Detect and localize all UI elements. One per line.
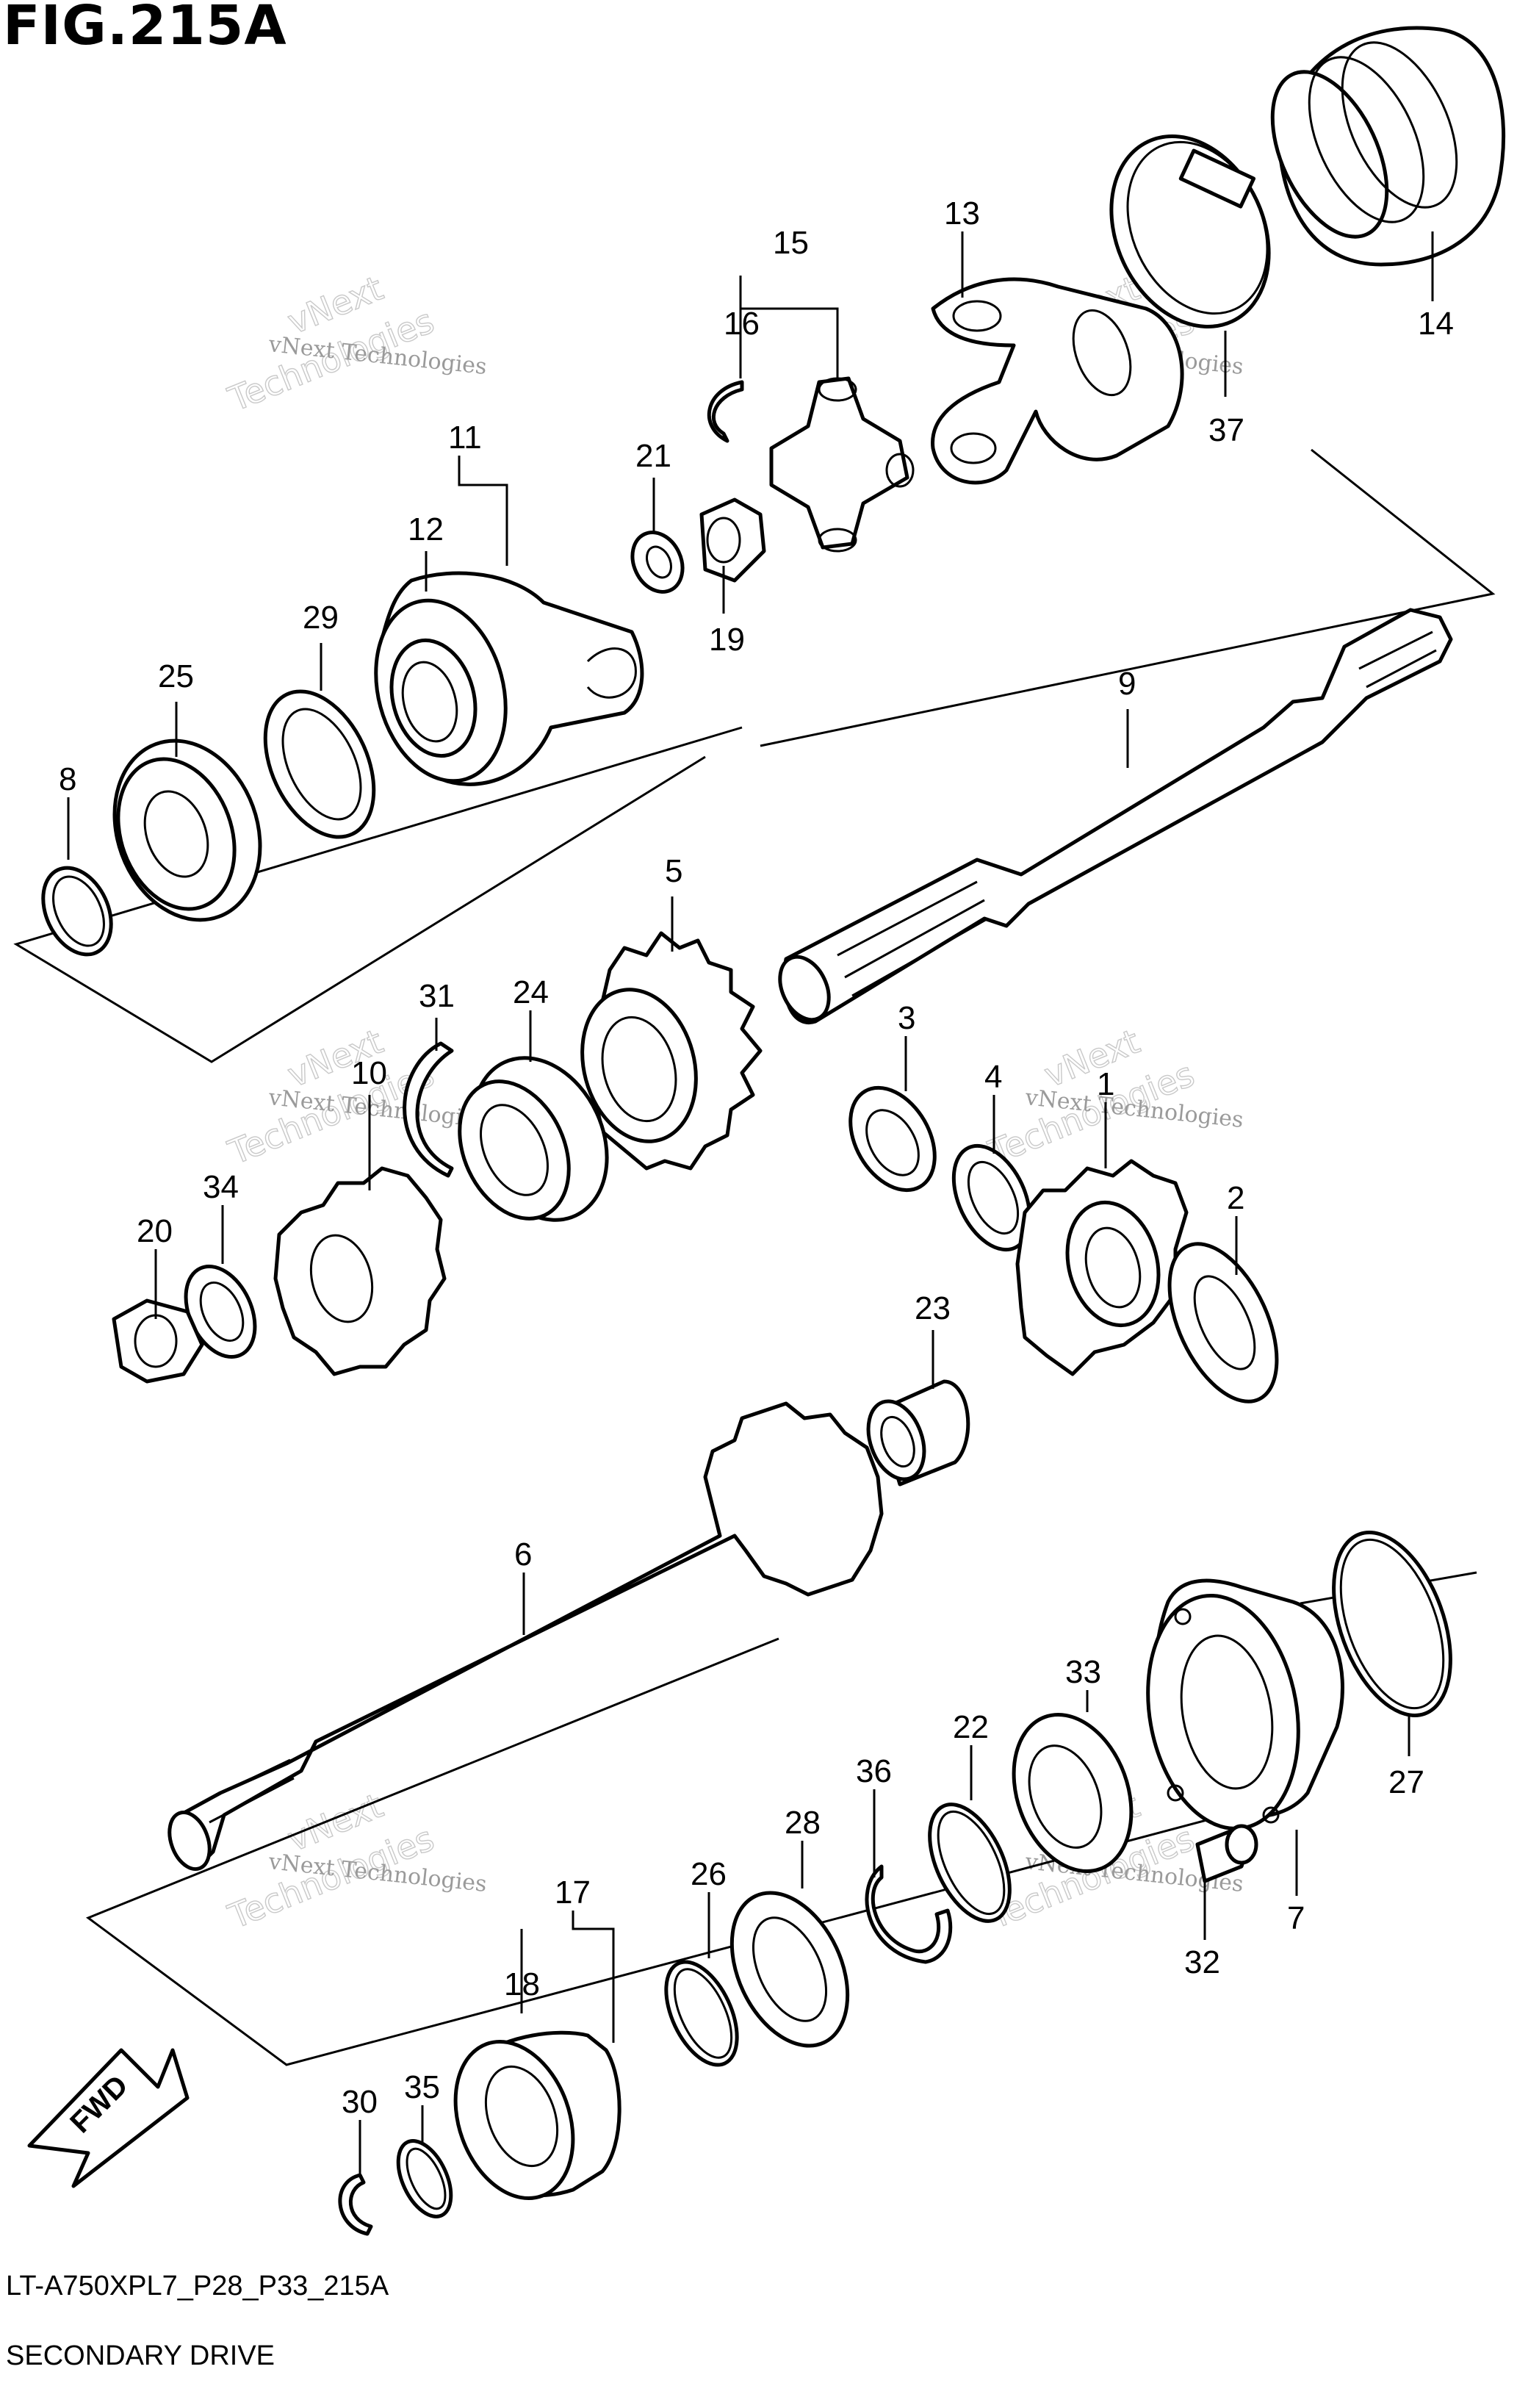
callout-37: 37: [1208, 412, 1244, 448]
callout-14: 14: [1418, 306, 1454, 342]
callout-36: 36: [856, 1753, 892, 1789]
callout-6: 6: [514, 1537, 532, 1573]
washer-2: [1167, 1242, 1279, 1404]
bearing-housing-7: [1146, 1578, 1344, 1831]
boot-14: [1270, 26, 1506, 267]
snap-ring-36: [865, 1864, 953, 1964]
callout-7: 7: [1287, 1900, 1305, 1936]
callout-28: 28: [785, 1805, 821, 1841]
callout-19: 19: [709, 622, 745, 658]
bevel-gear-5: [580, 931, 763, 1171]
nut-20: [112, 1298, 204, 1384]
coupling-flange-11: [374, 571, 644, 786]
washer-4: [951, 1143, 1032, 1252]
callout-13: 13: [944, 195, 980, 231]
callout-4: 4: [984, 1059, 1002, 1095]
watermark-group-3: vNext Technologies vNext Technologies: [222, 1021, 488, 1173]
figure-subtitle: SECONDARY DRIVE: [6, 2340, 275, 2371]
fwd-arrow: FWD: [27, 2048, 190, 2188]
circlip-22: [928, 1803, 1012, 1923]
callout-35: 35: [404, 2069, 440, 2105]
callout-34: 34: [203, 1169, 239, 1205]
callout-1: 1: [1097, 1066, 1114, 1102]
watermark-group-1: vNext Technologies vNext Technologies: [222, 267, 488, 420]
washer-21: [630, 531, 685, 594]
nut-19: [699, 497, 766, 583]
callout-27: 27: [1388, 1764, 1424, 1800]
callout-10: 10: [351, 1055, 387, 1091]
o-ring-27: [1332, 1531, 1452, 1717]
callout-labels: 14 37 13 15 16 11 12 21 19 29 25 8 9 5 3…: [59, 195, 1454, 2120]
callout-5: 5: [665, 853, 682, 889]
callout-20: 20: [137, 1213, 173, 1249]
leader-lines: [67, 231, 1434, 2175]
callout-26: 26: [691, 1856, 727, 1892]
callout-33: 33: [1065, 1654, 1101, 1690]
callout-11: 11: [448, 420, 482, 456]
callout-24: 24: [513, 974, 549, 1010]
cover-cap-18: [453, 2030, 621, 2201]
snap-ring-31: [403, 1041, 454, 1178]
callout-8: 8: [59, 761, 76, 797]
upper-assembly-frame: [13, 448, 1496, 1063]
callout-29: 29: [303, 600, 339, 636]
bushing-3: [848, 1085, 937, 1193]
callout-31: 31: [419, 978, 455, 1014]
oil-seal-29: [263, 689, 376, 839]
washer-34: [184, 1264, 257, 1359]
model-code: LT-A750XPL7_P28_P33_215A: [6, 2271, 389, 2301]
bevel-gear-1: [1015, 1159, 1189, 1376]
bearing-33: [1012, 1712, 1134, 1874]
boot-clamp-37: [1109, 134, 1271, 328]
oil-seal-28: [729, 1891, 850, 2048]
circlip-16: [707, 380, 744, 443]
callout-12: 12: [408, 511, 444, 547]
callout-15: 15: [773, 225, 809, 261]
callout-17: 17: [555, 1875, 591, 1911]
callout-16: 16: [724, 306, 760, 342]
callout-3: 3: [898, 1000, 915, 1036]
shaft-6: [167, 1401, 884, 1872]
shaft-9: [778, 608, 1453, 1024]
callout-2: 2: [1227, 1180, 1244, 1216]
gear-10: [273, 1166, 447, 1376]
yoke-13: [931, 277, 1184, 485]
callout-21: 21: [635, 438, 671, 474]
needle-bearing-24: [458, 1056, 609, 1222]
ring-8: [41, 866, 113, 957]
universal-joint-15: [769, 376, 915, 553]
callout-25: 25: [158, 658, 194, 694]
bearing-25: [112, 738, 262, 922]
figure-title: FIG.215A: [3, 0, 287, 57]
bolt-32: [1195, 1824, 1258, 1883]
watermark-group-5: vNext Technologies vNext Technologies: [222, 1785, 488, 1937]
callout-9: 9: [1118, 666, 1136, 702]
callout-23: 23: [915, 1290, 951, 1326]
callout-30: 30: [342, 2084, 378, 2120]
callout-18: 18: [504, 1966, 540, 2002]
callout-32: 32: [1184, 1944, 1220, 1980]
ring-35: [396, 2139, 453, 2218]
o-ring-26: [664, 1960, 739, 2067]
clip-30: [338, 2173, 373, 2236]
needle-bearing-23: [866, 1379, 970, 1487]
callout-22: 22: [953, 1709, 989, 1745]
